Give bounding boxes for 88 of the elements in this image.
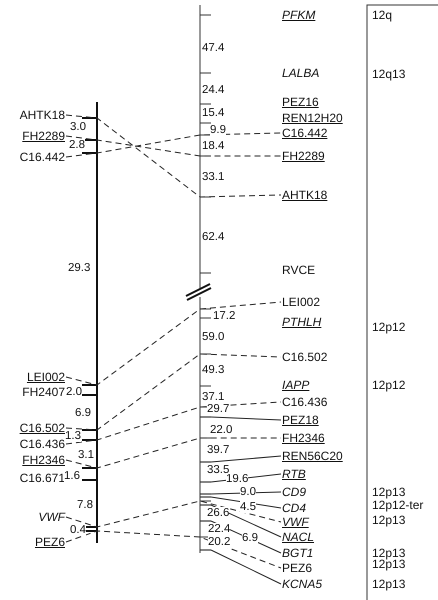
leader-line xyxy=(210,496,282,508)
marker-label: REN56C20 xyxy=(282,449,343,463)
marker-label: FH2289 xyxy=(282,149,325,163)
distance-label: 2.0 xyxy=(66,386,82,398)
dashed-line xyxy=(66,402,282,444)
marker-label: NACL xyxy=(282,530,314,544)
distance-label: 22.0 xyxy=(210,424,232,436)
marker-label: FH2346 xyxy=(282,431,325,445)
dashed-line xyxy=(66,438,282,469)
band-label: 12q13 xyxy=(372,67,406,81)
band-label: 12p12 xyxy=(372,320,406,334)
distance-label: 9.0 xyxy=(240,486,256,498)
leader-line xyxy=(210,504,282,538)
distance-label: 6.9 xyxy=(75,407,91,419)
band-label: 12p13 xyxy=(372,513,406,527)
band-label: 12q xyxy=(372,8,392,22)
distance-label: 17.2 xyxy=(213,310,236,322)
distance-label: 37.1 xyxy=(202,391,224,403)
distance-label: 0.4 xyxy=(70,524,86,536)
marker-label: RTB xyxy=(282,467,306,481)
band-label: 12p13 xyxy=(372,577,406,591)
marker-label: IAPP xyxy=(282,378,310,392)
marker-label: RVCE xyxy=(282,263,316,277)
distance-label: 20.2 xyxy=(208,536,230,548)
marker-label: LEI002 xyxy=(26,370,65,384)
marker-label: VWF xyxy=(282,515,309,529)
dashed-line xyxy=(66,302,282,386)
marker-label: C16.442 xyxy=(282,126,328,140)
marker-label: AHTK18 xyxy=(282,188,328,202)
leader-line xyxy=(210,416,282,420)
marker-label: AHTK18 xyxy=(20,108,65,122)
distance-label: 49.3 xyxy=(202,364,224,376)
distance-label: 4.5 xyxy=(240,501,256,513)
distance-label: 62.4 xyxy=(202,231,224,243)
distance-label: 24.4 xyxy=(202,84,224,96)
marker-label: C16.436 xyxy=(282,395,328,409)
marker-label: C16.436 xyxy=(20,437,65,451)
band-label: 12p12 xyxy=(372,378,406,392)
marker-label: CD4 xyxy=(282,501,306,515)
leader-line xyxy=(210,474,282,482)
dashed-line xyxy=(66,114,282,198)
distance-label: 7.8 xyxy=(77,499,93,511)
distance-label: 39.7 xyxy=(207,444,230,456)
distance-label: 15.4 xyxy=(202,107,224,119)
marker-label: FH2346 xyxy=(22,453,65,467)
leader-line xyxy=(210,492,282,494)
marker-label: PFKM xyxy=(282,8,316,22)
distance-label: 1.6 xyxy=(64,470,80,482)
band-label: 12p13 xyxy=(372,485,406,499)
distance-label: 18.4 xyxy=(202,140,224,152)
dashed-line xyxy=(66,500,282,528)
distance-label: 33.1 xyxy=(202,171,224,183)
distance-label: 22.4 xyxy=(208,523,230,535)
band-label: 12p13 xyxy=(372,546,406,560)
distance-label: 1.3 xyxy=(65,430,81,442)
marker-label: C16.442 xyxy=(20,150,65,164)
band-label: 12p12-ter xyxy=(372,498,424,512)
distance-label: 19.6 xyxy=(226,473,248,485)
marker-label: FH2289 xyxy=(22,129,65,143)
marker-label: LEI002 xyxy=(282,295,320,309)
marker-label: REN12H20 xyxy=(282,111,343,125)
leader-line xyxy=(210,456,282,462)
marker-label: PEZ6 xyxy=(282,561,312,575)
marker-label: LALBA xyxy=(282,66,320,80)
distance-label: 6.9 xyxy=(242,532,258,544)
distance-label: 29.3 xyxy=(68,262,90,274)
distance-label: 26.6 xyxy=(207,507,230,519)
distance-label: 3.0 xyxy=(70,121,86,133)
distance-label: 29.7 xyxy=(207,403,230,415)
marker-label: C16.671 xyxy=(20,471,65,485)
marker-label: PTHLH xyxy=(282,315,322,329)
distance-label: 47.4 xyxy=(202,42,224,54)
distance-label: 9.9 xyxy=(210,124,226,136)
leader-line xyxy=(210,550,282,584)
marker-label: PEZ16 xyxy=(282,95,319,109)
marker-label: PEZ6 xyxy=(34,535,65,549)
marker-label: CD9 xyxy=(282,485,306,499)
marker-label: PEZ18 xyxy=(282,413,319,427)
marker-label: BGT1 xyxy=(282,546,314,560)
marker-label: C16.502 xyxy=(20,421,65,435)
distance-label: 2.8 xyxy=(69,139,85,151)
marker-label: C16.502 xyxy=(282,350,328,364)
marker-label: KCNA5 xyxy=(282,577,322,591)
distance-label: 59.0 xyxy=(202,331,224,343)
marker-label: FH2407 xyxy=(22,385,65,399)
distance-label: 3.1 xyxy=(78,449,94,461)
marker-label: VWF xyxy=(38,510,65,524)
dashed-line xyxy=(66,530,282,568)
